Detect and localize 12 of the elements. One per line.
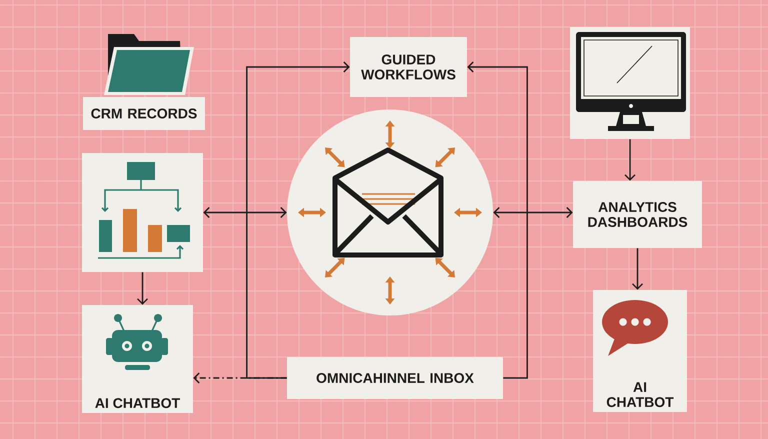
arrow xyxy=(624,139,636,181)
label-box: CRM RECORDS xyxy=(83,97,205,130)
arrow xyxy=(193,372,287,384)
arrow xyxy=(137,272,148,305)
label-box: GUIDED WORKFLOWS xyxy=(350,37,467,97)
arrow xyxy=(493,207,573,218)
label-box: OMNICAHINNEL INBOX xyxy=(287,357,503,399)
arrow xyxy=(203,207,287,218)
arrow xyxy=(632,248,643,290)
arrow xyxy=(467,62,528,379)
arrow xyxy=(246,62,350,379)
label-box: ANALYTICS DASHBOARDS xyxy=(573,181,702,248)
